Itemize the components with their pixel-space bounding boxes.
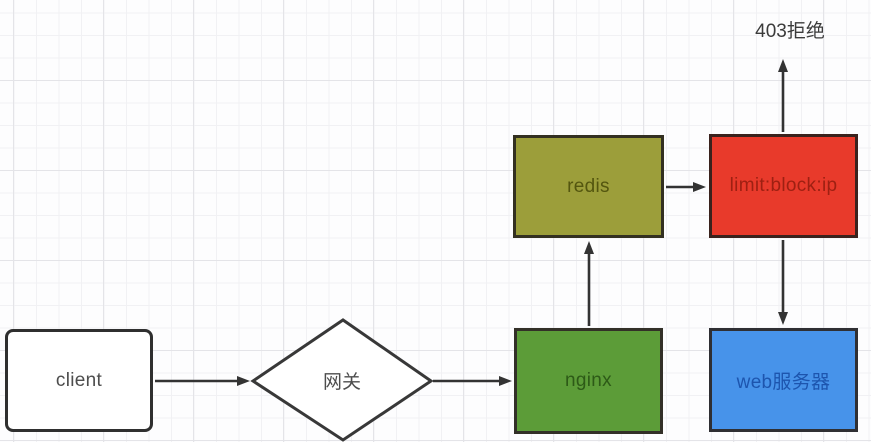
node-nginx[interactable]: nginx (514, 328, 663, 434)
node-web-server[interactable]: web服务器 (709, 328, 858, 432)
node-nginx-label: nginx (565, 370, 612, 391)
label-403-reject-text: 403拒绝 (755, 21, 825, 42)
node-limit-block-ip-label: limit:block:ip (729, 175, 838, 196)
node-gateway-shape[interactable] (250, 318, 434, 442)
node-web-server-label: web服务器 (736, 371, 831, 393)
node-redis[interactable]: redis (513, 135, 664, 238)
node-redis-label: redis (567, 175, 610, 197)
node-gateway-label: 网关 (253, 320, 431, 440)
node-gateway-label-text: 网关 (322, 371, 361, 393)
node-client-label: client (55, 369, 103, 391)
node-limit-block-ip[interactable]: limit:block:ip (709, 134, 858, 238)
node-client[interactable]: client (5, 329, 153, 432)
label-403-reject: 403拒绝 (740, 16, 840, 43)
